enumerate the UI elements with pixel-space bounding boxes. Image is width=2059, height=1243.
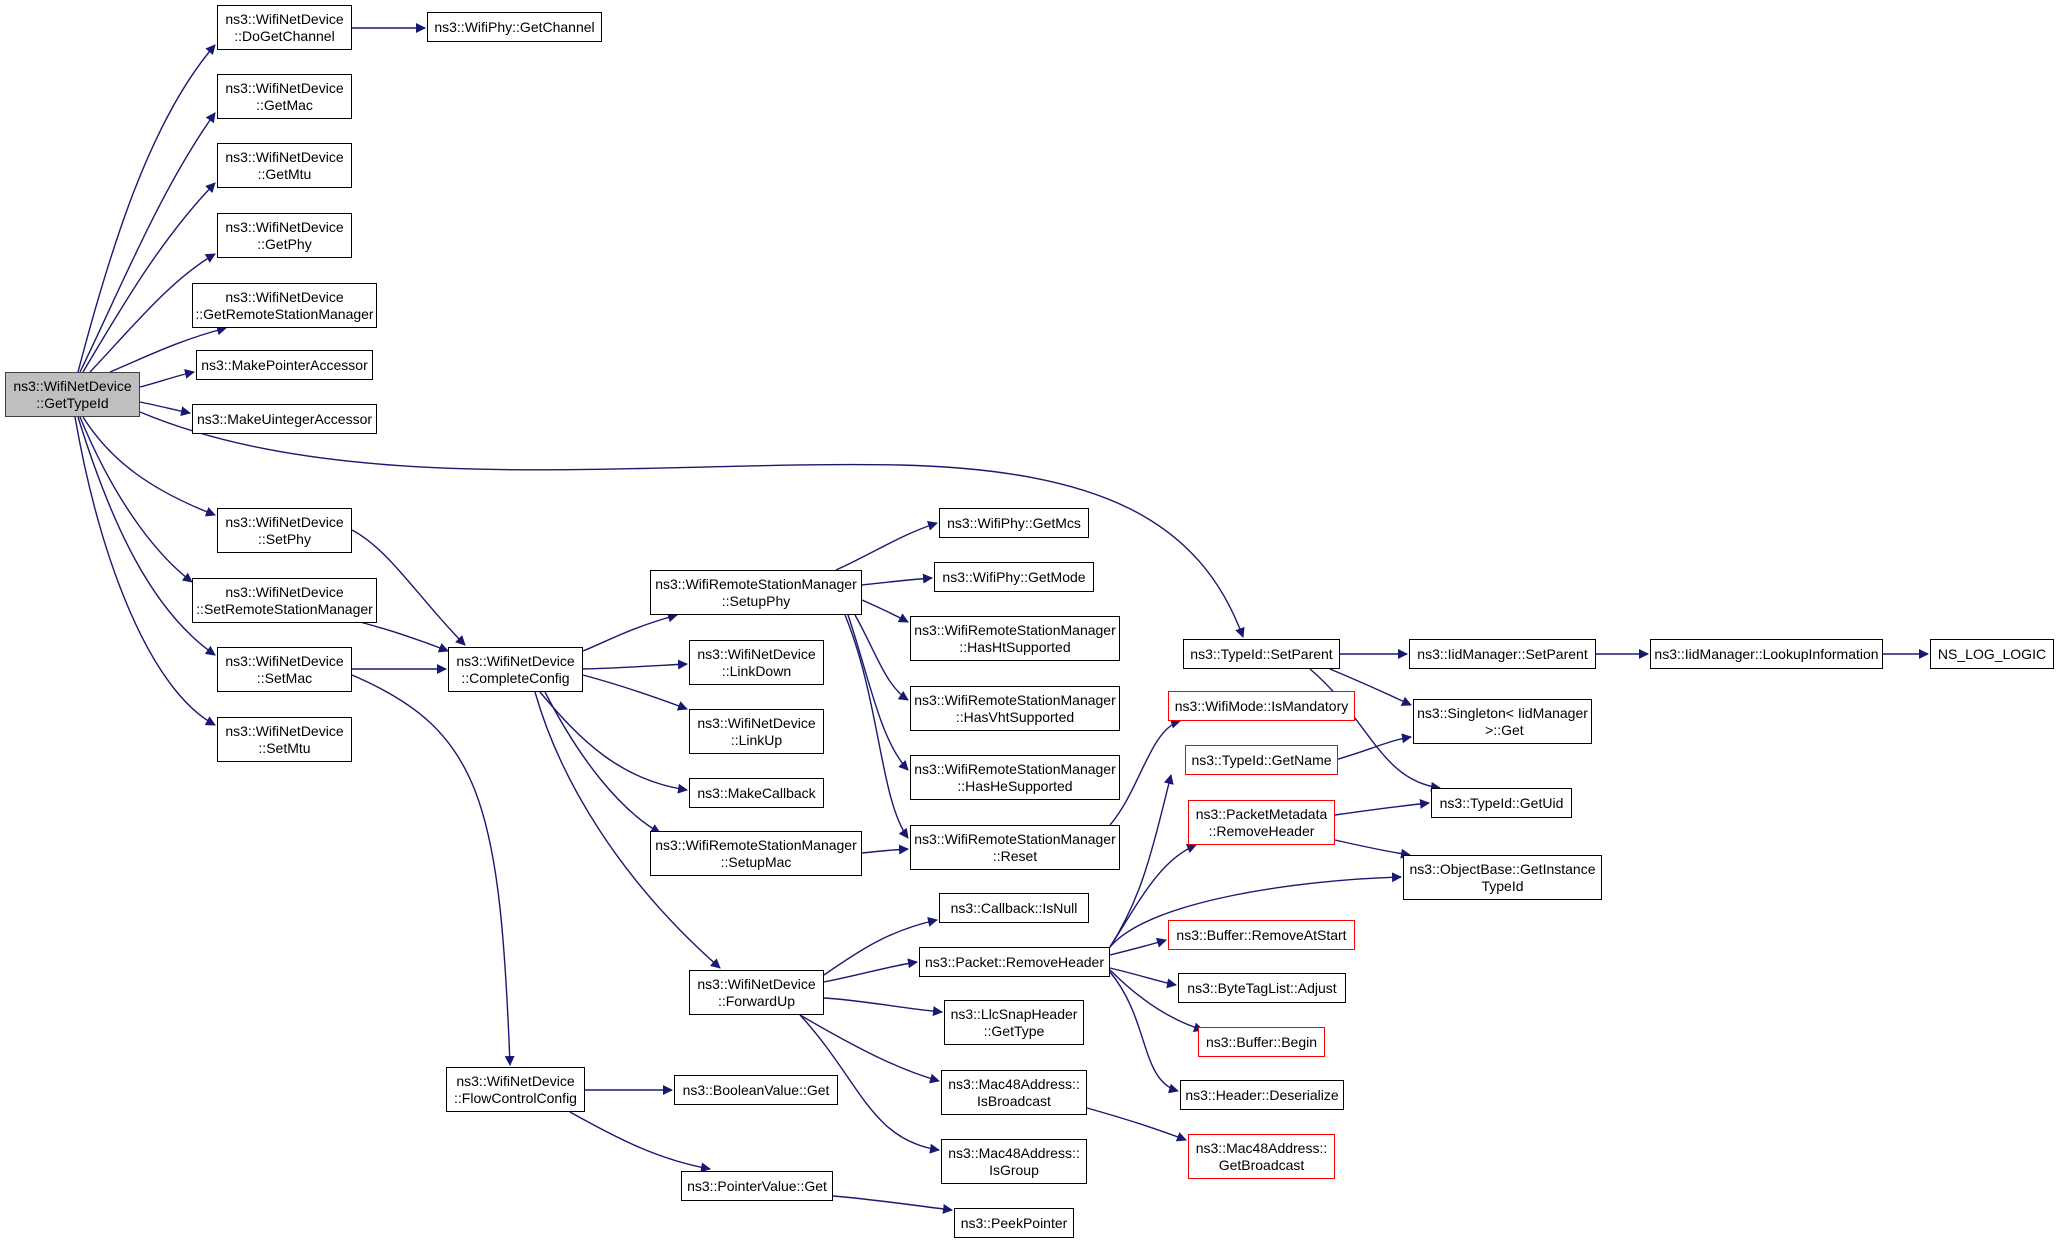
node-set-remote-station-manager[interactable]: ns3::WifiNetDevice ::SetRemoteStationMan… [192, 578, 377, 623]
node-header-deserialize[interactable]: ns3::Header::Deserialize [1180, 1080, 1344, 1110]
node-set-mtu[interactable]: ns3::WifiNetDevice ::SetMtu [217, 717, 352, 762]
node-set-phy[interactable]: ns3::WifiNetDevice ::SetPhy [217, 508, 352, 553]
call-edge [82, 182, 216, 373]
call-edge [89, 253, 216, 373]
node-get-mode[interactable]: ns3::WifiPhy::GetMode [934, 562, 1094, 592]
node-wifimode-is-mandatory[interactable]: ns3::WifiMode::IsMandatory [1168, 691, 1355, 721]
call-edge [854, 614, 909, 701]
call-edge [79, 112, 216, 373]
call-edge [799, 1014, 940, 1154]
node-is-group[interactable]: ns3::Mac48Address:: IsGroup [941, 1139, 1087, 1184]
node-packet-remove-header[interactable]: ns3::Packet::RemoveHeader [919, 947, 1110, 977]
node-typeid-set-parent[interactable]: ns3::TypeId::SetParent [1183, 639, 1340, 669]
call-edge [823, 997, 943, 1017]
node-make-pointer-accessor[interactable]: ns3::MakePointerAccessor [196, 350, 373, 380]
call-edge [861, 599, 909, 623]
node-typeid-get-uid[interactable]: ns3::TypeId::GetUid [1431, 788, 1572, 818]
call-edge [1334, 798, 1430, 816]
node-reset[interactable]: ns3::WifiRemoteStationManager ::Reset [910, 825, 1120, 870]
call-edge [861, 844, 909, 855]
call-edge [77, 44, 216, 373]
node-boolean-value-get[interactable]: ns3::BooleanValue::Get [674, 1075, 838, 1105]
call-edge [1329, 668, 1412, 706]
node-complete-config[interactable]: ns3::WifiNetDevice ::CompleteConfig [448, 647, 583, 692]
node-is-broadcast[interactable]: ns3::Mac48Address:: IsBroadcast [941, 1070, 1087, 1115]
call-edge [1109, 843, 1197, 948]
call-edge [1109, 971, 1179, 1094]
call-edge [139, 411, 1245, 638]
node-make-callback[interactable]: ns3::MakeCallback [689, 778, 824, 808]
call-edge [832, 1195, 953, 1214]
node-packet-metadata-remove-header[interactable]: ns3::PacketMetadata ::RemoveHeader [1188, 800, 1335, 845]
call-edge [139, 401, 191, 417]
call-edge [582, 612, 678, 652]
call-edge [823, 916, 938, 976]
call-edge [1109, 969, 1204, 1033]
node-iid-lookup-information[interactable]: ns3::IidManager::LookupInformation [1650, 639, 1883, 669]
node-link-down[interactable]: ns3::WifiNetDevice ::LinkDown [689, 640, 824, 685]
node-has-he-supported[interactable]: ns3::WifiRemoteStationManager ::HasHeSup… [910, 755, 1120, 800]
node-setup-phy[interactable]: ns3::WifiRemoteStationManager ::SetupPhy [650, 570, 862, 615]
node-typeid-get-name[interactable]: ns3::TypeId::GetName [1185, 745, 1338, 775]
call-edge [1334, 839, 1411, 859]
call-edge [844, 614, 909, 839]
node-llc-snap-get-type[interactable]: ns3::LlcSnapHeader ::GetType [944, 1000, 1084, 1045]
node-get-mtu[interactable]: ns3::WifiNetDevice ::GetMtu [217, 143, 352, 188]
call-edge [1109, 718, 1181, 826]
node-object-base-get-instance-typeid[interactable]: ns3::ObjectBase::GetInstance TypeId [1403, 855, 1602, 900]
call-edge [861, 573, 933, 586]
call-edge [544, 691, 661, 834]
call-edge [109, 325, 227, 373]
call-edge [847, 614, 909, 771]
call-edge [582, 674, 688, 711]
node-iid-set-parent[interactable]: ns3::IidManager::SetParent [1409, 639, 1596, 669]
node-singleton-get[interactable]: ns3::Singleton< IidManager >::Get [1413, 699, 1592, 744]
call-edge [1109, 967, 1177, 989]
node-has-ht-supported[interactable]: ns3::WifiRemoteStationManager ::HasHtSup… [910, 616, 1120, 661]
call-edge [139, 368, 195, 388]
node-has-vht-supported[interactable]: ns3::WifiRemoteStationManager ::HasVhtSu… [910, 686, 1120, 731]
call-edge [74, 416, 216, 726]
node-buffer-begin[interactable]: ns3::Buffer::Begin [1198, 1027, 1325, 1057]
node-get-phy[interactable]: ns3::WifiNetDevice ::GetPhy [217, 213, 352, 258]
node-forward-up[interactable]: ns3::WifiNetDevice ::ForwardUp [689, 970, 824, 1015]
call-edge [79, 416, 193, 583]
node-get-mac[interactable]: ns3::WifiNetDevice ::GetMac [217, 74, 352, 119]
call-edge [823, 958, 918, 983]
call-edge [1109, 872, 1402, 948]
call-edge [835, 521, 938, 571]
node-wifiphy-get-channel[interactable]: ns3::WifiPhy::GetChannel [427, 12, 602, 42]
node-get-type-id[interactable]: ns3::WifiNetDevice ::GetTypeId [5, 372, 140, 417]
node-get-mcs[interactable]: ns3::WifiPhy::GetMcs [939, 508, 1089, 538]
call-edge [799, 1014, 940, 1084]
node-pointer-value-get[interactable]: ns3::PointerValue::Get [681, 1171, 833, 1201]
node-callback-is-null[interactable]: ns3::Callback::IsNull [939, 893, 1089, 923]
node-peek-pointer[interactable]: ns3::PeekPointer [954, 1208, 1074, 1238]
call-edge [1109, 937, 1167, 956]
call-edge [1309, 668, 1441, 792]
node-set-mac[interactable]: ns3::WifiNetDevice ::SetMac [217, 647, 352, 692]
node-flow-control-config[interactable]: ns3::WifiNetDevice ::FlowControlConfig [446, 1067, 585, 1112]
call-edge [1086, 1107, 1187, 1142]
node-get-remote-station-manager[interactable]: ns3::WifiNetDevice ::GetRemoteStationMan… [192, 283, 377, 328]
node-setup-mac[interactable]: ns3::WifiRemoteStationManager ::SetupMac [650, 831, 862, 876]
call-edge [1334, 733, 1412, 761]
call-edge [534, 691, 721, 969]
node-buffer-remove-at-start[interactable]: ns3::Buffer::RemoveAtStart [1168, 920, 1355, 950]
node-byte-tag-list-adjust[interactable]: ns3::ByteTagList::Adjust [1178, 973, 1346, 1003]
node-link-up[interactable]: ns3::WifiNetDevice ::LinkUp [689, 709, 824, 754]
node-make-uinteger-accessor[interactable]: ns3::MakeUintegerAccessor [192, 404, 377, 434]
call-edge [569, 1111, 711, 1173]
call-edge [539, 691, 688, 794]
call-edge [582, 659, 688, 670]
call-edge [77, 416, 216, 656]
node-get-broadcast[interactable]: ns3::Mac48Address:: GetBroadcast [1188, 1134, 1335, 1179]
call-edge [82, 416, 216, 517]
call-edge [359, 621, 449, 653]
call-edge [351, 529, 466, 646]
node-do-get-channel[interactable]: ns3::WifiNetDevice ::DoGetChannel [217, 5, 352, 50]
call-edge [351, 674, 515, 1066]
node-ns-log-logic[interactable]: NS_LOG_LOGIC [1930, 639, 2054, 669]
